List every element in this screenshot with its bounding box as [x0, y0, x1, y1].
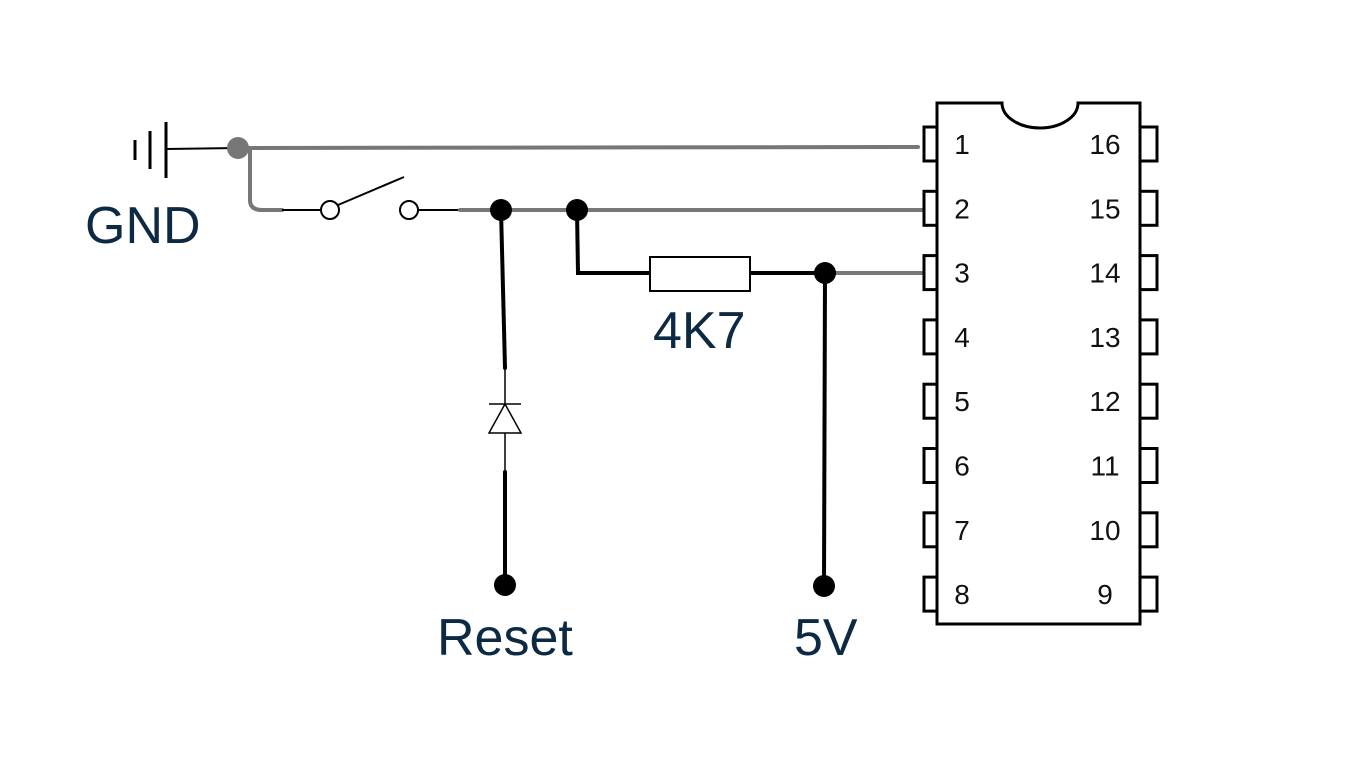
ic-pin-6 — [922, 447, 939, 484]
ic-pin-2 — [922, 189, 939, 227]
ground-symbol — [133, 122, 239, 178]
ic-pin-12 — [1138, 382, 1159, 420]
ic-pin-label: 13 — [1089, 322, 1120, 353]
ic-pin-label: 2 — [954, 193, 970, 224]
resistor-wire — [575, 208, 827, 275]
ic-pin-label: 5 — [954, 386, 970, 417]
ic-pin-13 — [1138, 318, 1159, 356]
ic-pin-label: 7 — [954, 515, 970, 546]
ic-pin-7 — [922, 511, 939, 549]
ic-pin-label: 1 — [954, 129, 970, 160]
ic-pin-15 — [1138, 189, 1159, 227]
gnd-junction — [227, 137, 249, 159]
reset-label: Reset — [437, 609, 573, 667]
ic-pin-label: 10 — [1089, 515, 1120, 546]
ic-right-pins: 16 15 14 13 12 11 10 9 — [1089, 125, 1159, 613]
ic-pin-label: 4 — [954, 322, 970, 353]
gnd-label: GND — [85, 197, 201, 255]
ic-pin-label: 3 — [954, 258, 970, 289]
resistor-symbol — [649, 256, 751, 292]
ic-pin-label: 8 — [954, 579, 970, 610]
diode-symbol — [487, 368, 523, 472]
ic-pin-9 — [1138, 575, 1159, 613]
ic-pin-label: 6 — [954, 451, 970, 482]
ic-pin-10 — [1138, 511, 1159, 549]
ic-pin-label: 14 — [1089, 258, 1120, 289]
ic-pin-label: 9 — [1097, 579, 1113, 610]
ic-pin-1 — [922, 125, 939, 163]
ic-pin-label: 11 — [1090, 451, 1119, 482]
resistor-value-label: 4K7 — [653, 302, 746, 360]
ic-pin-label: 15 — [1089, 193, 1120, 224]
ic-pin-4 — [922, 318, 939, 356]
vcc-terminal — [813, 575, 835, 597]
vcc-wire — [822, 271, 827, 588]
vcc-label: 5V — [794, 609, 858, 667]
reset-terminal — [494, 574, 516, 596]
switch-symbol — [282, 176, 460, 220]
ic-pin-16 — [1138, 125, 1159, 163]
ic-pin-8 — [922, 575, 939, 613]
ic-pin-11 — [1138, 447, 1159, 484]
ic-left-pins: 1 2 3 4 5 6 7 8 — [922, 125, 970, 613]
ic-pin-label: 12 — [1089, 386, 1120, 417]
ic-pin-3 — [922, 254, 939, 292]
gnd-wire — [236, 145, 920, 212]
ic-pin-label: 16 — [1089, 129, 1120, 160]
reset-wire — [499, 208, 507, 587]
ic-pin-14 — [1138, 254, 1159, 292]
ic-pin-5 — [922, 382, 939, 420]
